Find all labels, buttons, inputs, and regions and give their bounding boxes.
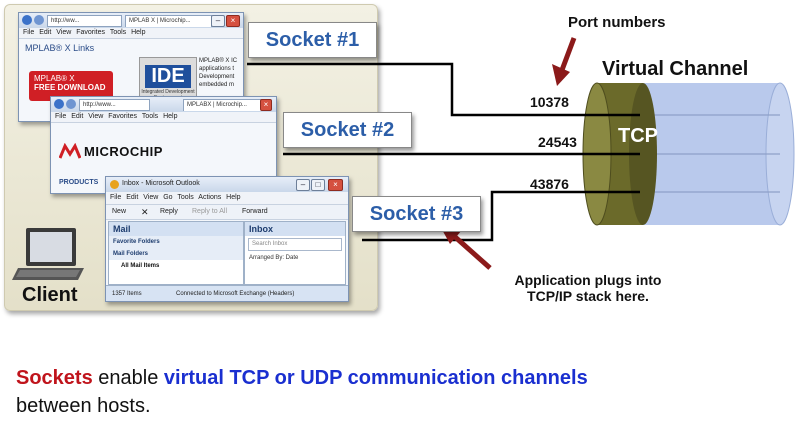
port-number-1: 10378	[530, 94, 569, 110]
port-numbers-label: Port numbers	[568, 14, 666, 31]
outlook-titlebar: Inbox - Microsoft Outlook – □ ×	[106, 177, 348, 192]
socket-2-label: Socket #2	[283, 112, 412, 148]
ide-logo-text: IDE	[145, 65, 191, 88]
port-number-2: 24543	[538, 134, 577, 150]
outlook-title: Inbox - Microsoft Outlook	[122, 180, 200, 187]
minimize-icon[interactable]: –	[211, 15, 225, 27]
port-numbers-arrow	[552, 37, 577, 86]
status-bar: 1357 Items Connected to Microsoft Exchan…	[106, 285, 348, 301]
arranged-by[interactable]: Arranged By: Date	[249, 255, 299, 261]
maximize-icon[interactable]: □	[311, 179, 325, 191]
menu-bar[interactable]: File Edit View Favorites Tools Help	[19, 28, 243, 39]
nav-mail[interactable]: Mail	[109, 222, 243, 236]
inbox-header: Inbox	[245, 222, 345, 236]
badge-line-2: FREE DOWNLOAD	[34, 83, 106, 92]
virtual-channel-cylinder	[640, 82, 795, 226]
minimize-icon[interactable]: –	[296, 179, 310, 191]
outlook-window: Inbox - Microsoft Outlook – □ × File Edi…	[105, 176, 349, 302]
forward-button[interactable]: Forward	[242, 208, 268, 215]
tcp-label: TCP	[618, 125, 658, 147]
application-note-line-2: TCP/IP stack here.	[527, 288, 649, 304]
forward-icon[interactable]	[34, 15, 44, 25]
nav-mail-folders[interactable]: Mail Folders	[109, 248, 243, 260]
port-number-3: 43876	[530, 176, 569, 192]
socket-3-label: Socket #3	[352, 196, 481, 232]
socket-1-wire	[247, 62, 640, 117]
address-bar[interactable]: http://ww...	[47, 15, 122, 27]
back-icon[interactable]	[22, 15, 32, 25]
microchip-logo-text: MICROCHIP	[84, 144, 163, 159]
application-note: Application plugs into TCP/IP stack here…	[478, 272, 698, 304]
caption-line-2: between hosts.	[16, 395, 151, 417]
application-note-line-1: Application plugs into	[514, 272, 662, 288]
browser-1-titlebar: http://ww... MPLAB X | Microchip... – ×	[19, 13, 243, 28]
ide-desc-line-4: embedded m	[199, 82, 235, 88]
outlook-icon	[110, 180, 119, 189]
outlook-menu-bar[interactable]: File Edit View Go Tools Actions Help	[106, 192, 348, 205]
search-inbox-input[interactable]: Search Inbox	[248, 238, 342, 251]
inbox-pane: Inbox Search Inbox Arranged By: Date	[244, 221, 346, 285]
address-bar[interactable]: http://www...	[79, 99, 150, 111]
close-icon[interactable]: ×	[226, 15, 240, 27]
ide-desc-line-3: Development	[199, 74, 235, 80]
reply-all-button[interactable]: Reply to All	[192, 208, 228, 215]
status-items: 1357 Items	[112, 291, 142, 297]
outlook-toolbar: New ✕ Reply Reply to All Forward	[106, 205, 348, 220]
client-label: Client	[22, 284, 78, 306]
navigation-pane: Mail Favorite Folders Mail Folders All M…	[108, 221, 244, 285]
nav-favorite-folders[interactable]: Favorite Folders	[109, 236, 243, 248]
caption-highlight: virtual TCP or UDP communication channel…	[163, 367, 588, 389]
reply-button[interactable]: Reply	[160, 208, 178, 215]
caption-text: enable	[92, 367, 164, 389]
new-button[interactable]: New	[112, 208, 127, 215]
menu-bar[interactable]: File Edit View Favorites Tools Help	[51, 112, 276, 123]
caption: Sockets enable virtual TCP or UDP commun…	[16, 364, 786, 420]
application-note-arrow	[440, 226, 492, 270]
caption-line-1: Sockets enable virtual TCP or UDP commun…	[16, 364, 786, 392]
ide-description: MPLAB® X IC applications t Development e…	[199, 57, 237, 89]
delete-icon[interactable]: ✕	[141, 207, 149, 217]
close-icon[interactable]: ×	[260, 99, 272, 111]
links-heading: MPLAB® X Links	[25, 43, 95, 53]
laptop-icon	[12, 228, 84, 280]
products-link[interactable]: PRODUCTS	[59, 179, 99, 186]
status-connection: Connected to Microsoft Exchange (Headers…	[176, 291, 295, 297]
browser-2-titlebar: http://www... MPLABX | Microchip... ×	[51, 97, 276, 112]
socket-1-label: Socket #1	[248, 22, 377, 58]
close-icon[interactable]: ×	[328, 179, 343, 191]
forward-icon[interactable]	[66, 99, 76, 109]
caption-keyword: Sockets	[16, 367, 93, 389]
microchip-logo-icon	[59, 143, 81, 159]
back-icon[interactable]	[54, 99, 64, 109]
socket-3-wire	[362, 190, 640, 242]
nav-all-mail-items[interactable]: All Mail Items	[121, 263, 160, 269]
ide-desc-line-2: applications t	[199, 66, 235, 72]
ide-desc-line-1: MPLAB® X IC	[199, 58, 238, 64]
badge-line-1: MPLAB® X	[34, 74, 75, 83]
virtual-channel-label: Virtual Channel	[602, 58, 749, 80]
